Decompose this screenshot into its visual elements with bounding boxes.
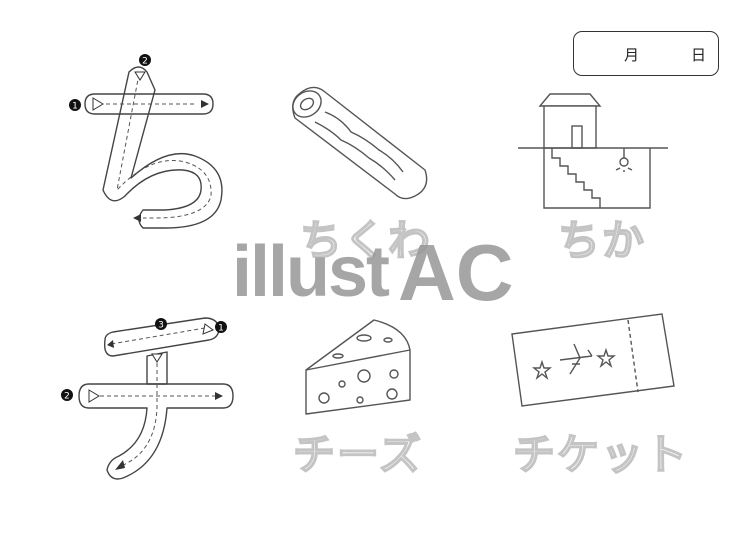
katakana-chi-guide3 bbox=[120, 356, 158, 467]
katakana-chi-step2-number: 2 bbox=[64, 392, 70, 402]
watermark-illust: illust bbox=[232, 232, 390, 312]
katakana-chi-step3-marker bbox=[155, 318, 167, 330]
chi-start-arrow2 bbox=[134, 71, 146, 81]
word-cheese: チーズ bbox=[292, 430, 423, 479]
ticket-illustration bbox=[511, 313, 675, 407]
chikuwa-illustration bbox=[292, 86, 428, 200]
katakana-chi-step3-number: 3 bbox=[158, 321, 164, 331]
chi-guide2 bbox=[116, 73, 212, 219]
katakana-chi-end-arrow1 bbox=[107, 340, 114, 348]
katakana-chi-step1-number: 1 bbox=[218, 324, 224, 334]
cheese-illustration bbox=[305, 319, 411, 415]
date-day-label: 日 bbox=[691, 46, 707, 64]
katakana-chi-step1-marker bbox=[215, 321, 227, 333]
chi-end-arrow2 bbox=[133, 214, 141, 222]
katakana-chi-guide1 bbox=[110, 327, 206, 345]
chi-stroke1-outline bbox=[84, 93, 214, 115]
chi-end-arrow1 bbox=[201, 100, 209, 108]
chika-illustration bbox=[518, 93, 668, 209]
watermark-ac: AC bbox=[398, 236, 514, 312]
katakana-chi-start-arrow1 bbox=[202, 323, 215, 335]
word-ticket: チケット bbox=[512, 430, 690, 479]
date-box[interactable]: 月 日 bbox=[573, 31, 719, 76]
word-chika: ちか bbox=[557, 216, 647, 265]
watermark-ac-text: AC bbox=[398, 236, 514, 312]
chi-start-arrow1 bbox=[92, 97, 104, 111]
chi-step1-number: 1 bbox=[72, 102, 78, 112]
katakana-chi-start-arrow2 bbox=[88, 389, 100, 403]
chi-step2-marker bbox=[139, 54, 151, 66]
katakana-chi-end-arrow3 bbox=[115, 460, 125, 470]
chi-step2-number: 2 bbox=[142, 57, 148, 67]
hiragana-chi-tracing[interactable]: 1 2 bbox=[55, 50, 235, 235]
katakana-chi-stroke3-outline bbox=[146, 351, 168, 385]
word-chikuwa: ちくわ bbox=[299, 216, 433, 265]
katakana-chi-start-arrow3 bbox=[151, 353, 163, 363]
katakana-chi-tracing[interactable]: 1 2 3 bbox=[55, 312, 245, 487]
date-month-label: 月 bbox=[624, 46, 640, 64]
chi-step1-marker bbox=[69, 99, 81, 111]
katakana-chi-stroke2-outline bbox=[78, 383, 234, 480]
katakana-chi-end-arrow2 bbox=[215, 392, 223, 400]
katakana-chi-step2-marker bbox=[61, 389, 73, 401]
chi-stroke2-outline bbox=[102, 66, 223, 229]
